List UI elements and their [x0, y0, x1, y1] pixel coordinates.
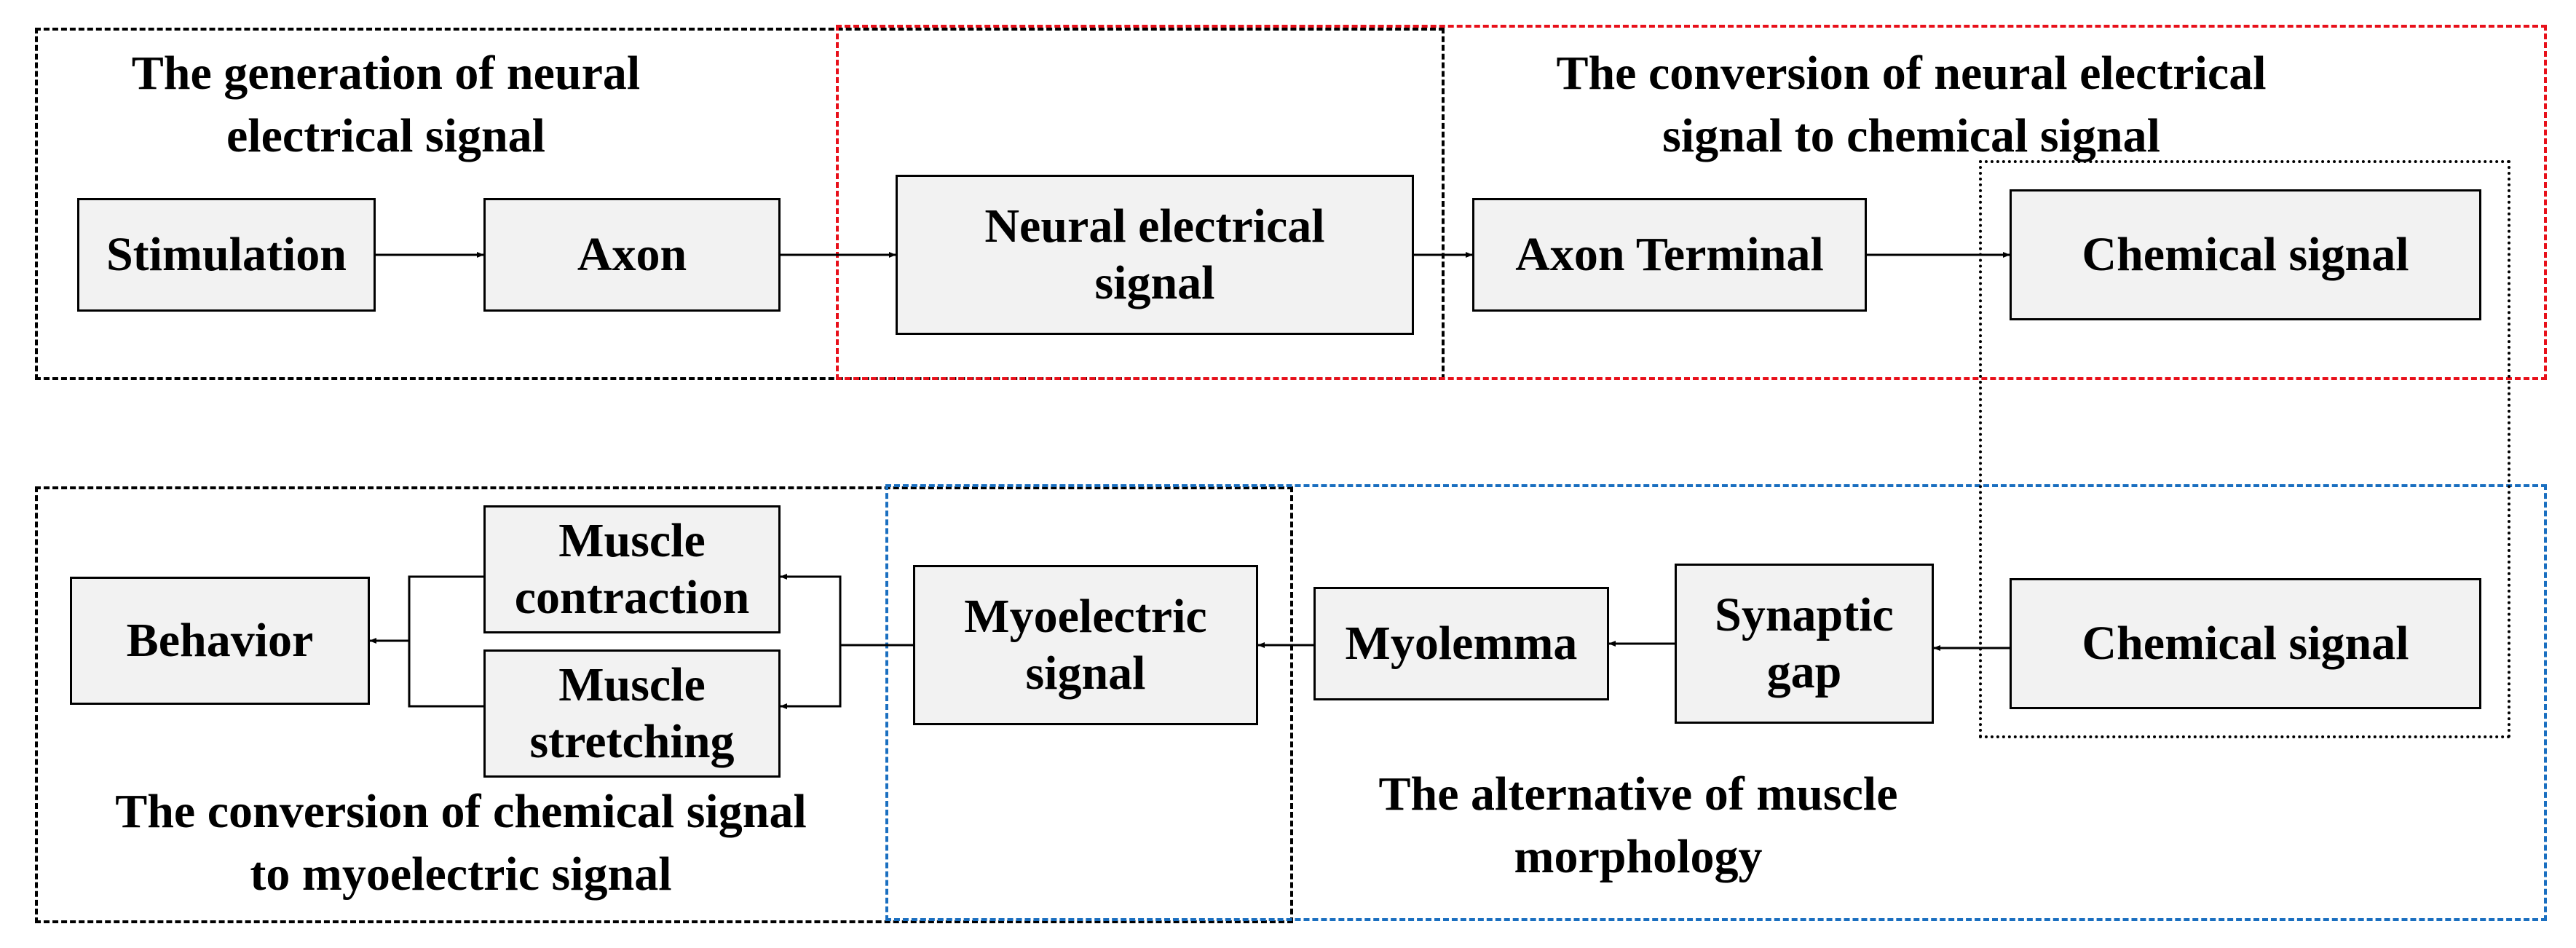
- node-myolemma-label: Myolemma: [1345, 617, 1578, 671]
- node-muscle-contraction-label: Muscle contraction: [514, 514, 750, 624]
- node-muscle-contraction: Muscle contraction: [483, 505, 781, 633]
- node-chemical-signal-bottom-label: Chemical signal: [2082, 617, 2409, 671]
- node-stimulation: Stimulation: [77, 198, 376, 312]
- node-axon-terminal-label: Axon Terminal: [1515, 228, 1824, 282]
- caption-neural-to-chemical: The conversion of neural electrical sign…: [1556, 47, 2267, 162]
- node-myoelectric-signal: Myoelectric signal: [913, 565, 1258, 725]
- node-behavior-label: Behavior: [126, 614, 314, 668]
- region-chemical-to-myoelectric: [35, 486, 1293, 923]
- node-neural-electrical-signal: Neural electrical signal: [896, 175, 1414, 335]
- node-neural-electrical-signal-label: Neural electrical signal: [984, 200, 1325, 309]
- node-chemical-signal-top-label: Chemical signal: [2082, 228, 2409, 282]
- link-muscle-behavior: [408, 575, 483, 708]
- region-neural-to-chemical: [836, 25, 2547, 380]
- node-axon-label: Axon: [577, 228, 687, 282]
- arrow-myoelectric-muscle-stretching: [780, 645, 842, 709]
- caption-neural-generation: The generation of neural electrical sign…: [131, 47, 641, 162]
- node-chemical-signal-top: Chemical signal: [2010, 189, 2481, 320]
- caption-chemical-to-myoelectric: The conversion of chemical signal to myo…: [115, 785, 807, 901]
- caption-muscle-morphology: The alternative of muscle morphology: [1378, 767, 1898, 883]
- node-muscle-stretching: Muscle stretching: [483, 649, 781, 778]
- node-behavior: Behavior: [70, 577, 370, 705]
- node-myolemma: Myolemma: [1313, 587, 1609, 700]
- node-synaptic-gap: Synaptic gap: [1675, 564, 1934, 724]
- node-axon: Axon: [483, 198, 781, 312]
- node-axon-terminal: Axon Terminal: [1472, 198, 1867, 312]
- node-muscle-stretching-label: Muscle stretching: [529, 658, 735, 768]
- arrow-myoelectric-muscle-contraction: [780, 574, 913, 647]
- node-myoelectric-signal-label: Myoelectric signal: [964, 590, 1207, 700]
- region-neural-generation: [35, 28, 1445, 380]
- node-chemical-signal-bottom: Chemical signal: [2010, 578, 2481, 709]
- region-muscle-morphology: [885, 484, 2547, 921]
- region-chemical-signal-group: [1979, 160, 2510, 738]
- node-stimulation-label: Stimulation: [106, 228, 347, 282]
- node-synaptic-gap-label: Synaptic gap: [1715, 588, 1894, 698]
